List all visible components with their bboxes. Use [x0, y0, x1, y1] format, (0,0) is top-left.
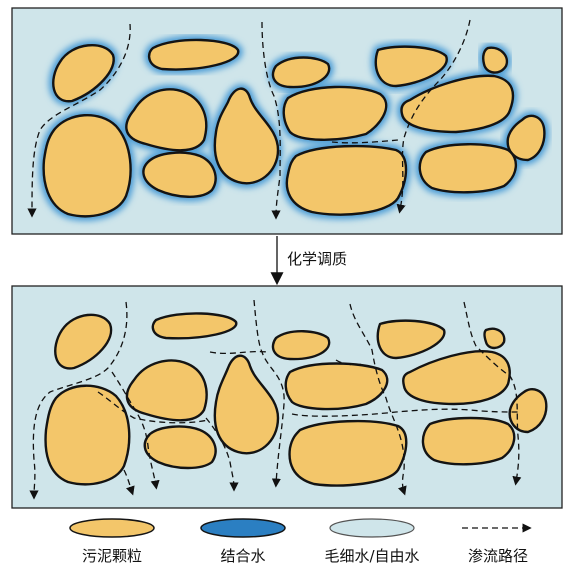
sludge-particle — [485, 329, 505, 348]
legend-label-bound-water: 结合水 — [220, 547, 265, 565]
legend-item-bound-water: 结合水 — [201, 519, 285, 565]
legend-item-seepage: 渗流路径 — [462, 528, 528, 565]
legend-label-free-water: 毛细水/自由水 — [324, 547, 419, 565]
sludge-particle — [290, 421, 407, 485]
bound-water-swatch — [201, 519, 285, 537]
sludge-particle — [287, 146, 406, 215]
legend-item-particle: 污泥颗粒 — [70, 519, 154, 565]
legend-label-seepage: 渗流路径 — [468, 547, 528, 565]
particle-swatch — [70, 519, 154, 537]
step-label: 化学调质 — [287, 250, 347, 268]
bottom-panel — [12, 286, 562, 508]
sludge-particle — [423, 418, 514, 464]
process-step: 化学调质 — [277, 236, 347, 280]
sludge-particle — [284, 87, 386, 140]
sludge-particle — [286, 364, 388, 410]
sludge-particle — [420, 144, 516, 192]
sludge-particle — [483, 48, 507, 73]
sludge-particle — [44, 115, 131, 216]
legend: 污泥颗粒 结合水 毛细水/自由水 渗流路径 — [70, 519, 528, 565]
top-panel — [12, 8, 562, 234]
free-water-swatch — [330, 519, 414, 537]
sludge-particle — [145, 427, 216, 468]
legend-label-particle: 污泥颗粒 — [82, 547, 142, 565]
sludge-particle — [46, 386, 130, 485]
legend-item-free-water: 毛细水/自由水 — [324, 519, 419, 565]
